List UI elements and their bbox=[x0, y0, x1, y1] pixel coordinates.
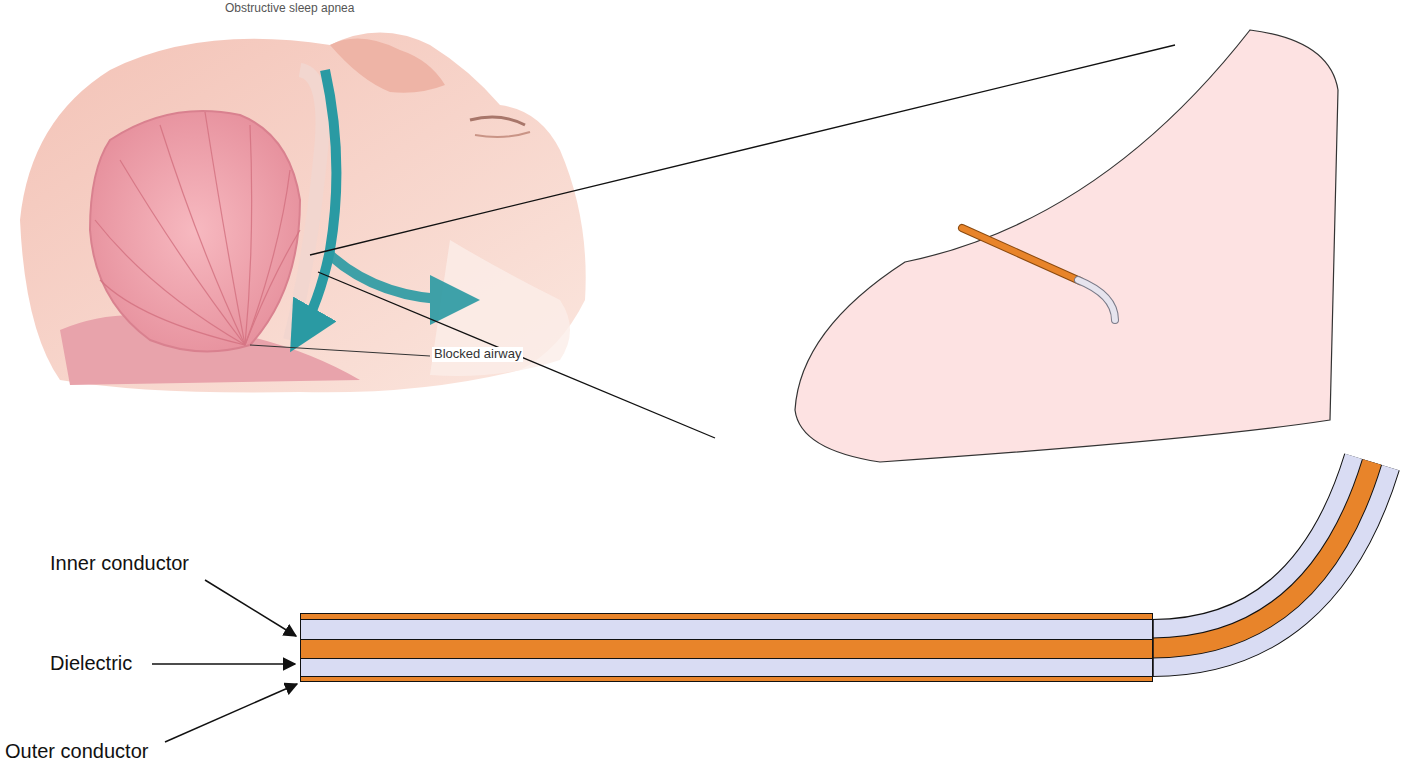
part-label: Dielectric bbox=[50, 652, 132, 675]
leader-arrow bbox=[165, 684, 297, 742]
tissue-zoom bbox=[795, 30, 1338, 462]
probe-in-tissue bbox=[962, 228, 1115, 320]
part-label: Blocked airway bbox=[432, 347, 523, 362]
part-label: Obstructive sleep apnea bbox=[225, 2, 354, 16]
part-label: Outer conductor bbox=[5, 740, 148, 763]
head-illustration bbox=[20, 33, 586, 393]
leader-arrow bbox=[205, 580, 296, 636]
zoom-line bbox=[318, 272, 715, 438]
leader-arrow bbox=[152, 663, 295, 665]
coax-cable bbox=[300, 462, 1372, 682]
part-label: Inner conductor bbox=[50, 552, 189, 575]
